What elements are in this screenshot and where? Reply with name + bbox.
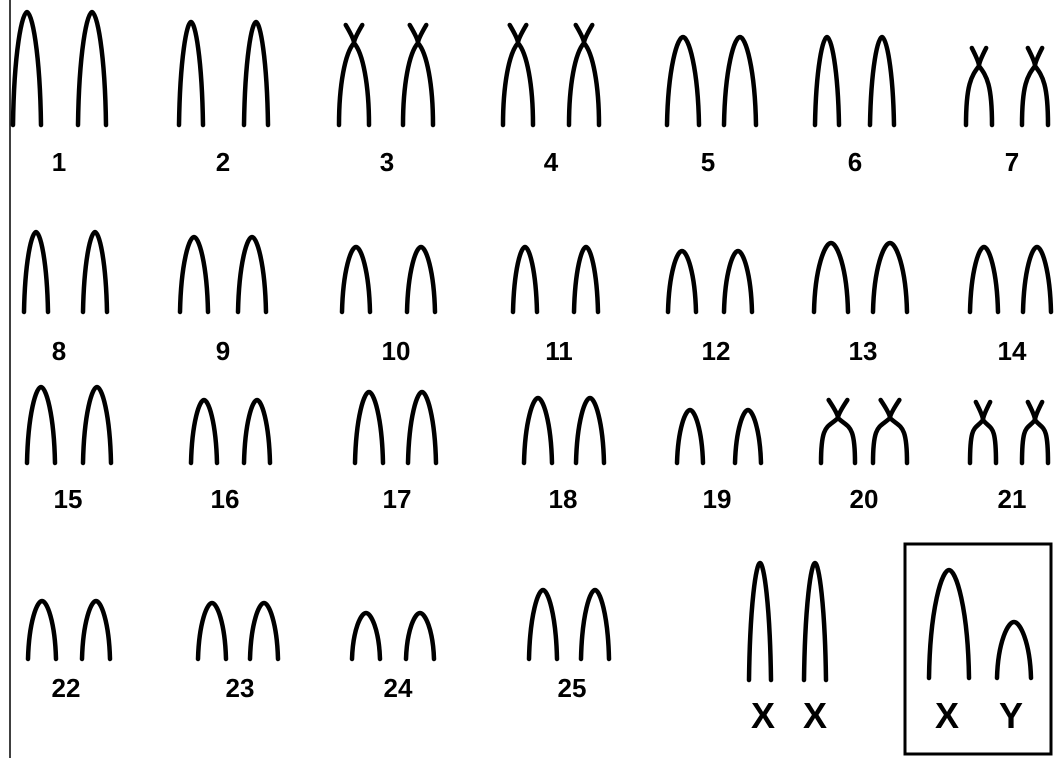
chromosome-x-boxed [929,570,969,678]
chromosome-25-a [529,590,557,659]
chromosome-5-a [667,37,699,125]
chromosome-9-a [180,237,208,312]
pair-label-17: 17 [383,484,412,514]
chromosome-1-a [13,12,41,125]
chromosome-10-b [407,247,435,312]
chromosome-25-b [581,590,609,659]
chromosome-15-a [27,387,55,463]
chromosome-21-b [1022,402,1048,463]
pair-label-3: 3 [380,147,394,177]
chromosome-16-b [244,400,270,463]
chromosome-3-a [339,25,369,125]
chromosome-9-b [238,237,266,312]
chromosome-3-b [403,25,433,125]
pair-label-5: 5 [701,147,715,177]
pair-label-13: 13 [849,336,878,366]
chromosome-24-b [406,613,434,659]
chromosome-20-b [873,400,907,463]
pair-label-1: 1 [52,147,66,177]
chromosome-23-b [250,603,278,659]
chromosome-2-a [179,22,203,125]
chromosome-20-a [821,400,855,463]
chromosome-21-a [970,402,996,463]
pair-label-24: 24 [384,673,413,703]
chromosome-2-b [244,22,268,125]
chromosome-y-boxed [997,622,1031,678]
chromosome-13-b [873,243,907,312]
chromosome-22-b [82,601,110,659]
pair-label-21: 21 [998,484,1027,514]
chromosome-12-a [668,251,696,312]
sex-label-xy-x: X [935,695,959,736]
chromosome-18-a [524,398,552,463]
pair-label-22: 22 [52,673,81,703]
chromosome-1-b [78,12,106,125]
chromosome-19-b [735,410,761,463]
chromosome-17-a [355,392,383,463]
chromosome-layer [13,12,1051,680]
chromosome-15-b [83,387,111,463]
pair-label-11: 11 [545,336,573,366]
chromosome-17-b [408,392,436,463]
chromosome-5-b [724,37,756,125]
chromosome-4-b [569,25,599,125]
pair-label-2: 2 [216,147,230,177]
pair-label-8: 8 [52,336,66,366]
chromosome-4-a [503,25,533,125]
chromosome-11-b [574,247,598,312]
sex-label-xx-2: X [803,695,827,736]
pair-label-16: 16 [211,484,240,514]
sex-label-xx-1: X [751,695,775,736]
chromosome-8-b [83,232,107,312]
chromosome-14-b [1023,247,1051,312]
pair-label-14: 14 [998,336,1027,366]
pair-label-23: 23 [226,673,255,703]
chromosome-6-b [870,37,894,125]
chromosome-13-a [814,243,848,312]
pair-label-18: 18 [549,484,578,514]
chromosome-7-a [966,48,992,125]
chromosome-8-a [24,232,48,312]
chromosome-22-a [28,601,56,659]
chromosome-18-b [576,398,604,463]
pair-label-9: 9 [216,336,230,366]
chromosome-16-a [191,400,217,463]
pair-label-20: 20 [850,484,879,514]
chromosome-10-a [342,247,370,312]
chromosome-11-a [513,247,537,312]
chromosome-x-b [804,563,826,680]
pair-label-15: 15 [54,484,83,514]
chromosome-19-a [677,410,703,463]
chromosome-6-a [815,37,839,125]
pair-label-4: 4 [544,147,559,177]
pair-label-12: 12 [702,336,731,366]
chromosome-12-b [724,251,752,312]
sex-label-xy-y: Y [999,695,1023,736]
chromosome-24-a [352,613,380,659]
chromosome-14-a [970,247,998,312]
chromosome-7-b [1022,48,1048,125]
pair-label-7: 7 [1005,147,1019,177]
chromosome-x-a [749,563,771,680]
pair-label-6: 6 [848,147,862,177]
pair-label-19: 19 [703,484,732,514]
pair-label-10: 10 [382,336,411,366]
pair-label-25: 25 [558,673,587,703]
chromosome-23-a [198,603,226,659]
